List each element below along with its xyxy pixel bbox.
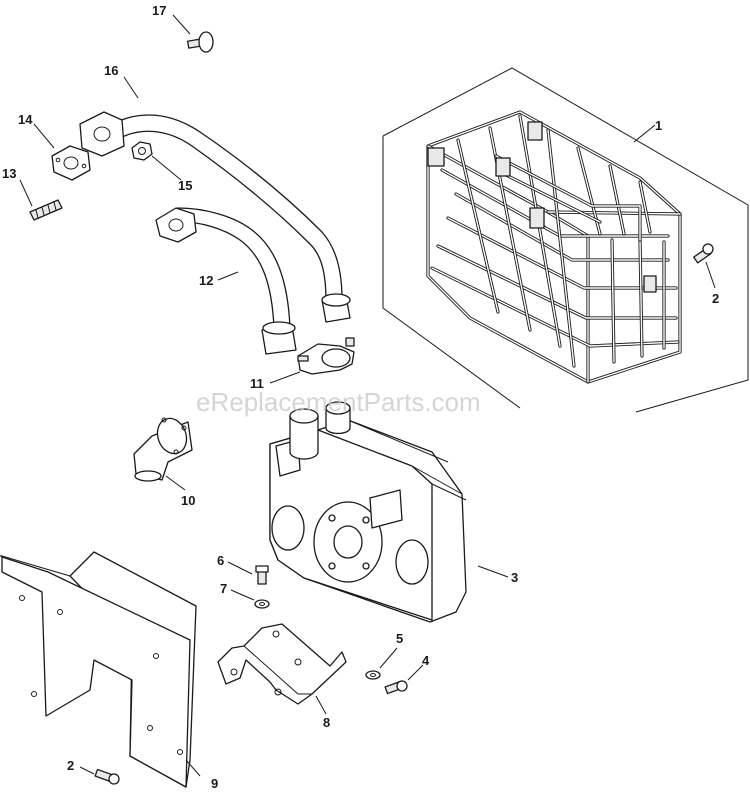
callout-13: 13 [2,166,16,181]
part-1-wire-guard [382,67,749,413]
watermark: eReplacementParts.com [196,387,481,417]
callout-17: 17 [152,3,166,18]
callout-9: 9 [211,776,218,791]
part-7-washer [254,599,270,609]
part-13-stud [29,199,63,221]
callout-5: 5 [396,631,403,646]
part-2-screw-upper [693,243,714,264]
callout-numbers: 1 2 3 4 5 6 7 8 9 2 10 11 12 13 14 15 16… [2,3,719,791]
part-3-muffler [269,401,467,623]
part-15-nut [131,141,153,161]
callout-15: 15 [178,178,192,193]
part-9-shield-plate [0,551,197,788]
part-10-elbow [133,417,193,482]
callout-16: 16 [104,63,118,78]
part-6-screw [255,565,269,585]
part-8-bracket [217,623,347,705]
part-16-exhaust-pipe [79,111,351,323]
callout-11: 11 [250,376,264,391]
callout-2-upper: 2 [712,291,719,306]
part-17-screw [186,31,214,53]
callout-3: 3 [511,570,518,585]
callout-7: 7 [220,581,227,596]
callout-4: 4 [422,653,430,668]
callout-12: 12 [199,273,213,288]
part-5-washer [365,670,381,680]
part-2-screw-lower [94,768,120,785]
part-12-exhaust-pipe [155,207,297,355]
callout-8: 8 [323,715,330,730]
callout-6: 6 [217,553,224,568]
callout-2-lower: 2 [67,758,74,773]
part-4-screw [384,680,408,695]
part-14-gasket [51,145,91,181]
leader-lines [19,14,716,777]
callout-10: 10 [181,493,195,508]
part-11-clamp [297,337,355,375]
callout-14: 14 [18,112,33,127]
callout-1: 1 [655,118,662,133]
